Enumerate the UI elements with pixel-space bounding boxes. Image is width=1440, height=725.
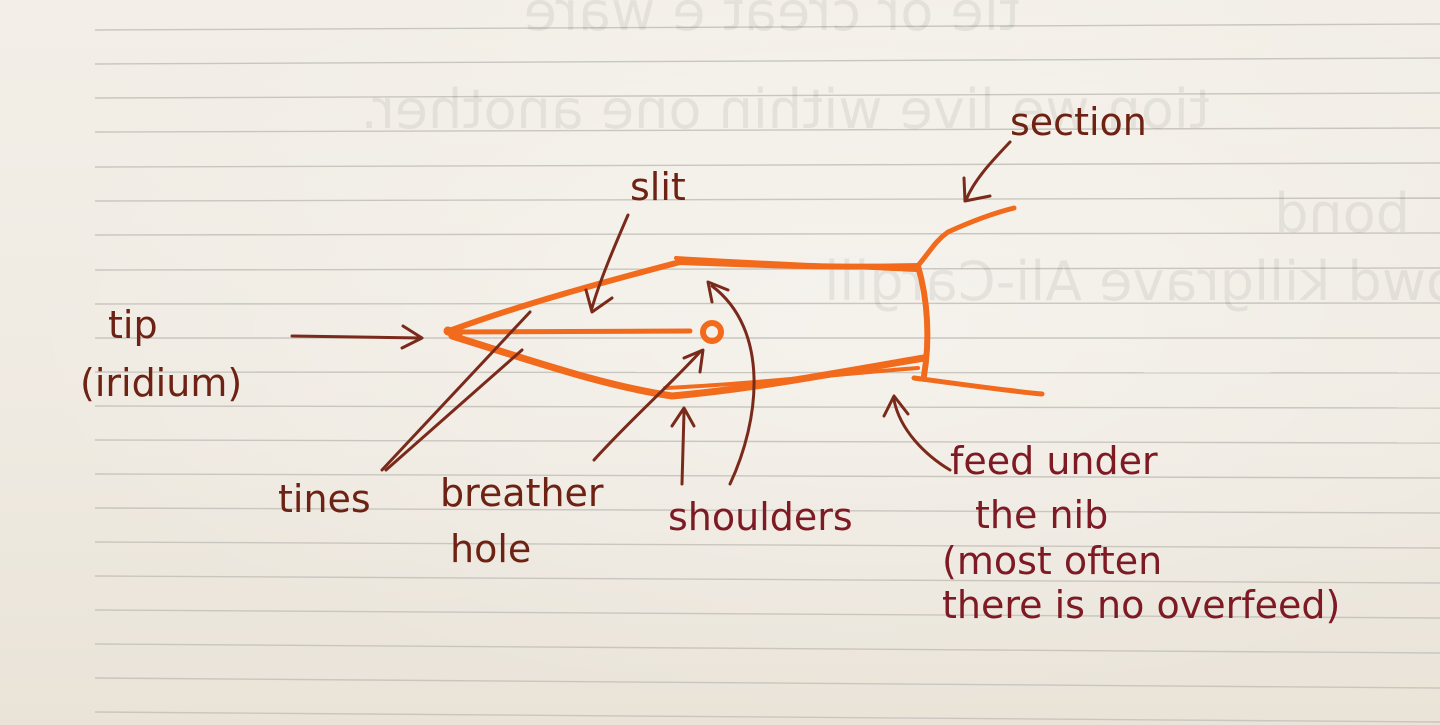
show-through-text: tle or creat e ware tion we live within …	[361, 0, 1440, 313]
tines-pointer-upper	[380, 310, 532, 472]
section-lower	[911, 375, 1045, 397]
shoulders-arrow-bottom	[680, 410, 686, 486]
ruled-line	[94, 57, 1440, 65]
labels: section slit tip (iridium) tines breathe…	[80, 100, 1340, 627]
label-feed-line3: (most often	[942, 539, 1162, 583]
breather-hole-arrow-head	[682, 348, 705, 374]
nib-bottom-edge	[663, 366, 920, 390]
label-section: section	[1010, 100, 1147, 144]
ruled-line	[94, 267, 1440, 271]
label-feed-line1: feed under	[950, 439, 1158, 483]
section-arrow-head	[962, 176, 992, 203]
slit-arrow	[590, 213, 630, 310]
nib-top-edge	[674, 256, 918, 272]
ruled-line	[94, 302, 1440, 305]
shoulders-arrow-top-head	[706, 280, 730, 304]
show-through-line: bond	[1274, 182, 1410, 245]
ruled-line	[94, 609, 1440, 619]
breather-hole-drawing	[700, 320, 724, 344]
tip-arrow-head	[400, 324, 424, 350]
tip-drawing	[443, 326, 463, 339]
tip-arrow	[290, 334, 422, 340]
shoulders-arrow-top	[710, 284, 756, 486]
ruled-line	[94, 127, 1440, 133]
ruled-line	[94, 23, 1440, 31]
label-tines: tines	[278, 477, 371, 521]
feed-arrow-head	[882, 394, 910, 418]
ruled-line	[94, 711, 1440, 723]
nib-bottom-edge	[448, 332, 928, 400]
label-breather-hole-line1: breather	[440, 471, 604, 515]
label-shoulders: shoulders	[668, 495, 853, 539]
section-upper	[913, 205, 1017, 271]
tines-pointer-lower	[384, 348, 524, 472]
section-arrow	[964, 140, 1012, 202]
ruled-line	[94, 371, 1440, 374]
label-feed-line4: there is no overfeed)	[942, 583, 1340, 627]
ruled-line	[94, 197, 1440, 202]
show-through-line: rowd killgrave Ali-Cargill	[824, 250, 1440, 313]
ruled-line	[94, 677, 1440, 689]
ruled-line	[94, 473, 1440, 479]
nib-slit	[452, 328, 693, 335]
pointer-arrows	[290, 140, 1012, 486]
ruled-line	[94, 643, 1440, 654]
label-breather-hole-line2: hole	[450, 527, 531, 571]
slit-arrow-head	[584, 288, 614, 314]
feed-arrow	[892, 398, 952, 472]
label-slit: slit	[630, 165, 686, 209]
ruled-line	[94, 541, 1440, 549]
show-through-line: tion we live within one another.	[361, 78, 1211, 141]
shoulders-arrow-bottom-head	[670, 406, 696, 428]
ruled-line	[94, 439, 1440, 444]
ruled-line	[94, 575, 1440, 584]
show-through-line: tle or creat e ware	[524, 0, 1020, 43]
label-tip: tip	[108, 303, 158, 347]
ruled-line	[94, 405, 1440, 409]
ruled-line	[94, 92, 1440, 99]
ruled-line	[94, 507, 1440, 514]
label-tip-material: (iridium)	[80, 361, 242, 405]
label-feed-line2: the nib	[975, 493, 1108, 537]
ruled-line	[94, 232, 1440, 236]
breather-hole-arrow	[592, 350, 702, 462]
nib-drawing	[443, 205, 1045, 400]
nib-base	[915, 263, 931, 379]
ruled-line	[94, 162, 1440, 168]
ruled-lines	[94, 23, 1440, 723]
